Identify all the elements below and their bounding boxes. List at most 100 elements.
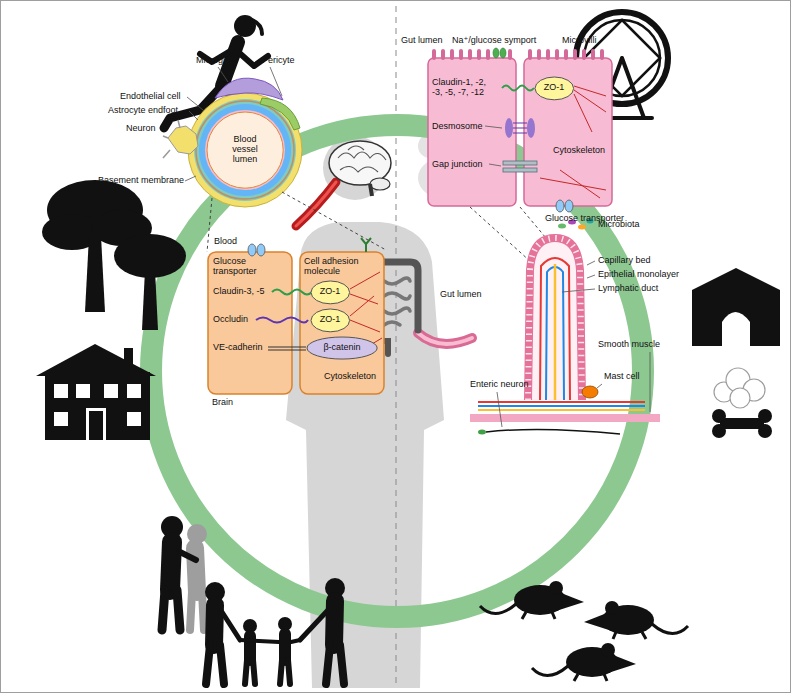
- brain-endothelium-drawing: [248, 244, 256, 256]
- gut-epithelium-drawing: [503, 161, 537, 165]
- brain-icon: [296, 141, 391, 226]
- villus-drawing: [470, 219, 660, 435]
- family-icon: [206, 645, 224, 684]
- part-label: Microglia: [196, 56, 232, 66]
- beta-catenin-protein: β-catenin: [306, 336, 378, 360]
- label-text: Smooth muscle: [598, 339, 660, 349]
- bone-icon: [758, 409, 772, 423]
- label-text: Microvilli: [562, 35, 597, 45]
- node-outline: [307, 337, 377, 359]
- villus-drawing: [528, 238, 582, 400]
- shelter-icon: [722, 312, 750, 346]
- bedding-icon: [730, 388, 750, 408]
- family-icon: [279, 634, 291, 660]
- blood-vessel-drawing: [196, 101, 294, 199]
- house-icon: [127, 384, 141, 398]
- villus-drawing: [528, 238, 582, 400]
- bone-icon: [720, 418, 764, 429]
- part-label: Na⁺/glucose symport: [452, 36, 536, 46]
- label-text: Na⁺/glucose symport: [452, 35, 536, 45]
- house-icon: [86, 408, 106, 440]
- family-icon: [214, 605, 215, 645]
- family-icon: [180, 552, 196, 560]
- part-label: Glucose transporter: [213, 257, 273, 277]
- gut-epithelium-drawing: [527, 118, 535, 138]
- part-label: Desmosome: [432, 122, 483, 132]
- part-label: Neuron: [126, 124, 156, 134]
- gut-epithelium-drawing: [503, 168, 537, 172]
- trees-icon: [142, 270, 158, 330]
- label-text: Cytoskeleton: [553, 145, 605, 155]
- house-icon: [124, 348, 133, 366]
- zo1-protein: ZO-1: [534, 76, 575, 101]
- label-text: Basement membrane: [98, 175, 184, 185]
- label-text: Microbiota: [598, 219, 640, 229]
- brain-endothelium-drawing: [350, 272, 382, 344]
- gut-epithelium-drawing: [565, 200, 573, 212]
- part-label: Microbiota: [598, 220, 640, 230]
- node-text-box: ZO-1: [544, 83, 565, 93]
- gut-epithelium-drawing: [500, 48, 506, 58]
- label-text: Lymphatic duct: [598, 283, 658, 293]
- villus-drawing: [558, 224, 566, 229]
- part-label: Smooth muscle: [598, 340, 660, 350]
- gut-epithelium-drawing: [540, 86, 606, 198]
- part-label: Endothelial cell: [120, 92, 181, 102]
- part-label: Lymphatic duct: [598, 284, 658, 294]
- blood-vessel-drawing: [163, 120, 180, 158]
- label-text: Occludin: [213, 314, 248, 324]
- gut-epithelium-drawing: [524, 58, 612, 206]
- mice-icon: [532, 643, 636, 681]
- vessel-lumen: Blood vessel lumen: [206, 111, 284, 189]
- bone-icon: [758, 424, 772, 438]
- house-icon: [54, 412, 68, 426]
- label-text: VE-cadherin: [213, 342, 263, 352]
- villus-drawing: [470, 414, 660, 422]
- intestine-icon: [418, 333, 472, 344]
- part-label: Astrocyte endfoot: [108, 106, 178, 116]
- part-label: Occludin: [213, 315, 248, 325]
- node-outline: [535, 77, 574, 100]
- villus-drawing: [540, 258, 570, 400]
- brain-endothelium-drawing: [256, 318, 308, 323]
- part-label: VE-cadherin: [213, 343, 263, 353]
- family-icon: [280, 660, 290, 684]
- label-text: Epithelial monolayer: [598, 269, 679, 279]
- house-icon: [54, 384, 68, 398]
- bone-icon: [712, 409, 772, 438]
- part-label: Cytoskeleton: [553, 146, 605, 156]
- part-label: Blood: [214, 237, 237, 247]
- mice-icon: [584, 601, 688, 639]
- part-label: Brain: [212, 398, 233, 408]
- runner-icon: [252, 20, 262, 34]
- brain-icon: [370, 178, 390, 190]
- trees-icon: [42, 180, 186, 330]
- villus-drawing: [582, 386, 598, 398]
- brain-endothelium-drawing: [257, 244, 265, 256]
- gut-epithelium-drawing: [556, 200, 564, 212]
- zo1-protein: ZO-1: [310, 308, 351, 333]
- brain-icon: [338, 146, 386, 172]
- bone-icon: [712, 424, 726, 438]
- part-label: Gut lumen: [440, 290, 482, 300]
- gut-epithelium-drawing: [428, 58, 516, 206]
- label-text: Brain: [212, 397, 233, 407]
- blood-vessel-drawing: [163, 67, 386, 252]
- part-label: Pericyte: [262, 56, 295, 66]
- shelter-icon: [692, 268, 780, 346]
- label-text: Enteric neuron: [470, 379, 529, 389]
- part-label: Enteric neuron: [470, 380, 529, 390]
- family-icon: [334, 601, 335, 645]
- part-label: Epithelial monolayer: [598, 270, 679, 280]
- node-outline: [311, 281, 350, 304]
- brain-icon: [296, 182, 336, 226]
- family-icon: [240, 640, 279, 642]
- blood-vessel-drawing: [168, 126, 198, 154]
- label-text: Claudin-3, -5: [213, 286, 265, 296]
- gut-epithelium-drawing: [485, 126, 502, 166]
- villus-drawing: [578, 225, 586, 230]
- blood-vessel-drawing: [215, 78, 283, 100]
- gut-epithelium-drawing: [502, 86, 534, 91]
- brain-endothelium-drawing: [208, 238, 384, 394]
